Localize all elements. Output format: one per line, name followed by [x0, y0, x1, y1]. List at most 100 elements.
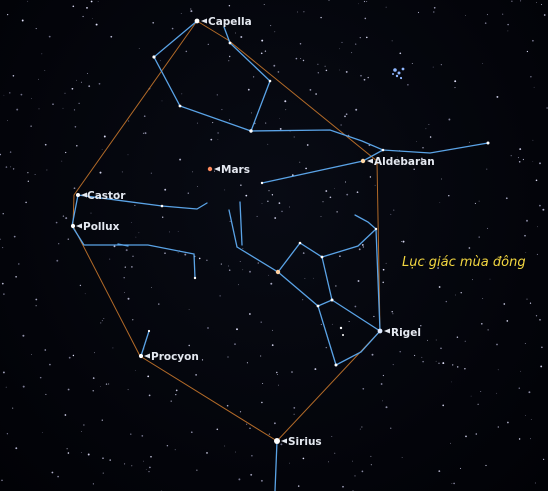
field-star	[196, 186, 198, 187]
field-star	[7, 120, 8, 121]
field-star	[216, 428, 219, 431]
field-star	[399, 350, 401, 353]
field-star	[346, 193, 349, 196]
field-star	[170, 400, 172, 402]
field-star	[293, 407, 296, 409]
field-star	[67, 452, 70, 454]
field-star	[422, 360, 424, 363]
field-star	[101, 320, 103, 322]
field-star	[536, 253, 538, 255]
field-star	[400, 241, 402, 243]
field-star	[274, 31, 276, 33]
field-star	[385, 6, 387, 8]
field-star	[201, 359, 204, 361]
field-star	[348, 321, 350, 322]
field-star	[331, 323, 333, 325]
field-star	[102, 457, 104, 459]
field-star	[109, 258, 111, 260]
field-star	[164, 252, 166, 254]
field-star	[81, 452, 82, 453]
field-star	[270, 282, 273, 285]
field-star	[324, 65, 326, 67]
field-star	[356, 191, 359, 194]
field-star	[15, 447, 18, 450]
field-star	[68, 356, 71, 359]
field-star	[445, 300, 447, 303]
field-star	[535, 179, 538, 182]
field-star	[345, 70, 348, 73]
field-star	[90, 0, 93, 3]
field-star	[198, 257, 201, 260]
field-star	[7, 14, 9, 16]
field-star	[239, 411, 242, 413]
winter-hexagon-caption: Lục giác mùa đông	[402, 255, 526, 270]
field-star	[256, 215, 258, 217]
field-star	[149, 466, 151, 469]
field-star	[469, 141, 470, 143]
field-star	[293, 413, 295, 415]
field-star	[39, 376, 42, 379]
field-star	[482, 298, 484, 299]
field-star	[360, 74, 362, 77]
field-star	[543, 14, 546, 16]
field-star	[224, 445, 226, 447]
field-star	[530, 419, 532, 420]
field-star	[416, 141, 418, 143]
field-star	[421, 157, 423, 160]
field-star	[44, 349, 47, 351]
field-star	[414, 354, 416, 357]
field-star	[226, 404, 229, 407]
field-star	[540, 365, 543, 368]
pleiades-cluster	[392, 67, 405, 80]
field-star	[65, 151, 67, 154]
field-star	[334, 452, 336, 454]
field-star	[10, 166, 12, 168]
field-star	[374, 184, 376, 186]
field-star	[110, 35, 113, 38]
field-star	[99, 171, 102, 174]
field-star	[206, 452, 208, 454]
field-star	[161, 100, 163, 102]
field-star	[73, 109, 76, 111]
field-star	[361, 470, 364, 473]
field-star	[528, 391, 531, 394]
field-star	[49, 363, 51, 366]
field-star	[72, 5, 75, 8]
field-star	[216, 94, 218, 96]
field-star	[46, 169, 48, 171]
field-star	[228, 60, 230, 62]
field-star	[67, 388, 70, 391]
field-star	[465, 14, 466, 16]
field-star	[438, 362, 440, 364]
field-star	[354, 305, 357, 308]
field-star	[530, 438, 531, 440]
canis-minor-lines	[140, 330, 150, 357]
field-star	[131, 266, 133, 268]
field-star	[296, 11, 298, 13]
field-star	[341, 41, 343, 43]
field-star	[396, 156, 398, 158]
field-star	[228, 55, 231, 58]
field-star	[251, 112, 252, 114]
field-star	[38, 108, 40, 110]
field-star	[530, 76, 532, 78]
field-star	[456, 336, 459, 338]
procyon-star	[138, 353, 144, 359]
field-star	[169, 231, 170, 233]
field-star	[420, 325, 422, 327]
field-star	[112, 347, 114, 349]
field-star	[51, 471, 54, 474]
field-star	[81, 431, 82, 432]
field-star	[95, 23, 98, 26]
field-star	[181, 93, 183, 95]
field-star	[27, 172, 29, 174]
field-star	[56, 259, 59, 262]
field-star	[188, 344, 190, 347]
field-star	[160, 60, 161, 62]
field-star	[536, 2, 537, 3]
field-star	[391, 311, 393, 313]
field-star	[247, 88, 250, 91]
field-star	[370, 455, 372, 457]
field-star	[427, 339, 428, 341]
field-star	[141, 435, 144, 437]
